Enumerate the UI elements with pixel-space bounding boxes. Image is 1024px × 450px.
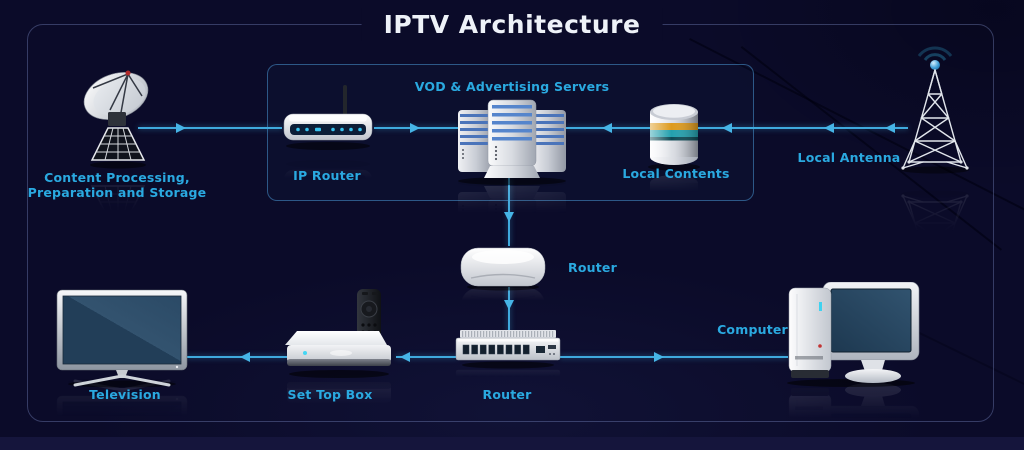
antenna-tower-icon xyxy=(893,42,978,187)
arrowhead-left-icon xyxy=(885,123,895,133)
ip-router-label: IP Router xyxy=(293,168,361,183)
database-cylinder-icon xyxy=(645,103,703,175)
home-router-icon xyxy=(455,242,551,292)
arrowhead-right-icon xyxy=(176,123,186,133)
computer-label: Computer xyxy=(717,322,788,337)
connector-switch-to-computer xyxy=(560,356,788,358)
content-processing-label: Content Processing, Preparation and Stor… xyxy=(27,170,207,200)
connector-dish-to-iprouter xyxy=(138,127,282,129)
set-top-box-label: Set Top Box xyxy=(287,387,373,402)
page-title: IPTV Architecture xyxy=(361,8,663,41)
arrowhead-right-icon xyxy=(654,352,664,362)
connector-antenna-to-contents xyxy=(694,127,908,129)
arrowhead-left-icon xyxy=(602,123,612,133)
arrowhead-left-icon xyxy=(722,123,732,133)
distribution-router-label: Router xyxy=(568,260,617,275)
connector-switch-to-stb xyxy=(396,356,458,358)
access-router-label: Router xyxy=(482,387,532,402)
local-antenna-label: Local Antenna xyxy=(797,150,901,165)
arrowhead-down-icon xyxy=(504,300,514,310)
wireless-router-icon xyxy=(278,84,378,160)
set-top-box-icon xyxy=(283,287,408,379)
arrowhead-right-icon xyxy=(410,123,420,133)
television-icon xyxy=(55,288,193,388)
television-label: Television xyxy=(89,387,161,402)
arrowhead-left-icon xyxy=(400,352,410,362)
connector-stb-to-tv xyxy=(186,356,288,358)
bottom-strip xyxy=(0,437,1024,450)
arrowhead-left-icon xyxy=(240,352,250,362)
network-switch-icon xyxy=(452,326,564,370)
connector-router-to-switch xyxy=(508,287,510,333)
desktop-computer-icon xyxy=(763,281,923,388)
arrowhead-left-icon xyxy=(824,123,834,133)
vod-servers-label: VOD & Advertising Servers xyxy=(414,79,610,94)
server-rack-icon xyxy=(452,92,572,187)
local-contents-label: Local Contents xyxy=(622,166,730,181)
arrowhead-down-icon xyxy=(504,212,514,222)
satellite-dish-icon xyxy=(80,66,155,178)
